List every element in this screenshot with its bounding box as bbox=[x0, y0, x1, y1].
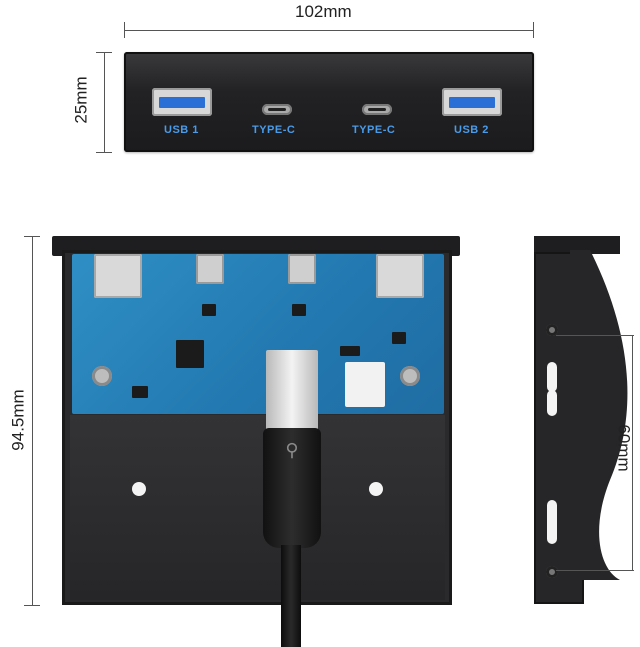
front-panel: USB 1 TYPE-C TYPE-C USB 2 bbox=[124, 52, 534, 152]
pcb-screw-left bbox=[92, 366, 112, 386]
side-dimension-tick-bottom bbox=[556, 570, 634, 571]
controller-chip bbox=[176, 340, 204, 368]
pcb-screw-right bbox=[400, 366, 420, 386]
usb2-label: USB 2 bbox=[454, 124, 489, 136]
chip-small-5 bbox=[132, 386, 148, 398]
chip-small-4 bbox=[392, 332, 406, 344]
height-dimension-tick-bottom bbox=[96, 152, 112, 153]
chip-small-2 bbox=[292, 304, 306, 316]
side-screw-top bbox=[546, 324, 558, 336]
side-view-top-flange bbox=[534, 236, 620, 254]
typec-2-label: TYPE-C bbox=[352, 124, 396, 136]
depth-dimension-tick-bottom bbox=[24, 605, 40, 606]
width-dimension-tick-right bbox=[533, 22, 534, 38]
chip-small-1 bbox=[202, 304, 216, 316]
internal-header-connector bbox=[345, 362, 385, 407]
width-dimension-tick-left bbox=[124, 22, 125, 38]
depth-dimension-tick-top bbox=[24, 236, 40, 237]
side-slot-middle bbox=[547, 390, 557, 416]
chip-small-3 bbox=[340, 346, 360, 356]
typec-1-label: TYPE-C bbox=[252, 124, 296, 136]
side-screw-bottom bbox=[546, 566, 558, 578]
usb-c-port-1 bbox=[262, 104, 292, 115]
mounting-hole-right bbox=[369, 482, 383, 496]
usb-c-port-2 bbox=[362, 104, 392, 115]
side-dimension-line bbox=[632, 335, 633, 570]
usb-cable-wire bbox=[281, 545, 301, 647]
pcb-usb-a-right bbox=[376, 254, 424, 298]
width-label: 102mm bbox=[295, 2, 352, 21]
depth-dimension-line bbox=[32, 236, 33, 606]
pcb-usb-a-left bbox=[94, 254, 142, 298]
usb-cable-boot bbox=[263, 428, 321, 548]
depth-label: 94.5mm bbox=[8, 389, 28, 451]
height-dimension-tick-top bbox=[96, 52, 112, 53]
pcb-usb-c-right bbox=[288, 254, 316, 284]
side-view-curve bbox=[570, 250, 628, 580]
side-slot-lower bbox=[547, 500, 557, 544]
tray-base-plate bbox=[70, 415, 445, 600]
side-label: 60mm bbox=[614, 424, 634, 472]
usb-cable-plug bbox=[266, 350, 318, 430]
height-label: 25mm bbox=[71, 76, 91, 124]
side-slot-upper bbox=[547, 362, 557, 392]
width-dimension-line bbox=[124, 30, 534, 31]
usb-a-port-1 bbox=[152, 88, 212, 116]
mounting-hole-left bbox=[132, 482, 146, 496]
usb-a-port-2 bbox=[442, 88, 502, 116]
circuit-board bbox=[72, 254, 444, 414]
height-dimension-line bbox=[104, 52, 105, 152]
side-dimension-tick-top bbox=[556, 335, 634, 336]
usb-trident-icon: ⚲ bbox=[285, 440, 299, 460]
usb1-label: USB 1 bbox=[164, 124, 199, 136]
pcb-usb-c-left bbox=[196, 254, 224, 284]
